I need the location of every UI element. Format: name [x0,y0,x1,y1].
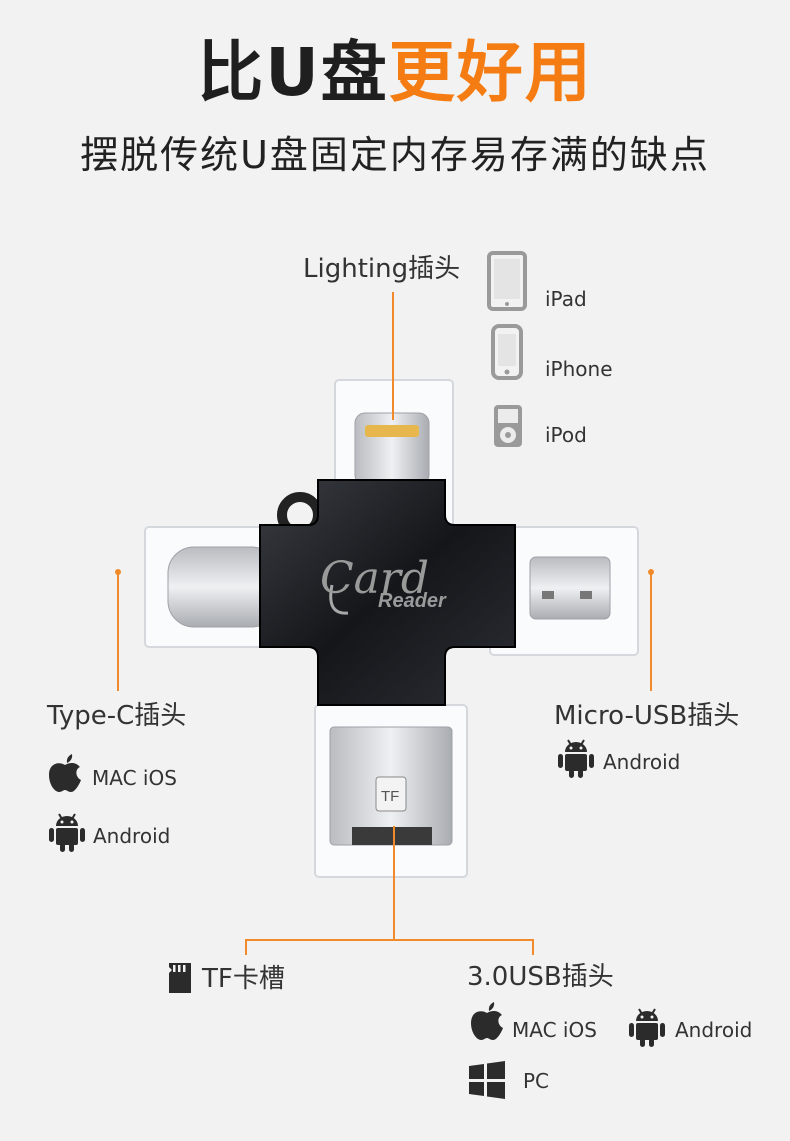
typec-system-mac-label: MAC iOS [92,766,177,790]
ipad-icon [487,251,527,311]
headline-part1: 比U盘 [197,34,389,111]
usb3-system-android-label: Android [675,1018,753,1042]
typec-label: Type-C插头 [47,701,187,731]
usb3-system-pc-label: PC [523,1069,550,1093]
logo-card-text: Card [320,553,429,604]
usb3-callout-drop [532,939,534,955]
device-ipod-label: iPod [545,423,587,447]
android-icon [558,739,594,778]
windows-icon [469,1061,505,1099]
iphone-icon [491,324,523,380]
bottom-callout-stem [393,826,395,940]
tf-callout-drop [245,939,247,955]
usb3-system-mac-label: MAC iOS [512,1018,597,1042]
microusb-system-android-label: Android [603,750,681,774]
typec-callout-line [117,573,119,691]
typec-system-android-label: Android [93,824,171,848]
usb3-label: 3.0USB插头 [467,962,614,992]
android-icon [629,1008,665,1047]
microusb-callout-line [650,573,652,691]
device-ipad-label: iPad [545,287,587,311]
android-icon [49,813,85,852]
ipod-icon [494,405,522,447]
bottom-callout-bar [245,939,534,941]
lightning-plug [354,412,430,486]
lighting-label: Lighting插头 [303,254,461,284]
microusb-plug [529,556,611,620]
headline-part2: 更好用 [388,34,593,111]
microusb-callout-dot [648,569,654,575]
tf-label: TF卡槽 [202,964,285,994]
apple-icon [49,754,81,792]
typec-callout-dot [115,569,121,575]
card-reader-product: Card Reader TF [144,379,639,878]
logo-reader-text: Reader [378,590,447,612]
tf-slot-label: TF [381,788,399,805]
apple-icon [471,1002,503,1040]
microusb-label: Micro-USB插头 [554,701,740,731]
device-iphone-label: iPhone [545,357,613,381]
subline: 摆脱传统U盘固定内存易存满的缺点 [80,133,710,177]
reader-body [259,479,516,706]
lighting-callout-line [392,292,394,420]
headline: 比U盘更好用 [0,40,790,106]
sd-card-icon [169,963,191,993]
